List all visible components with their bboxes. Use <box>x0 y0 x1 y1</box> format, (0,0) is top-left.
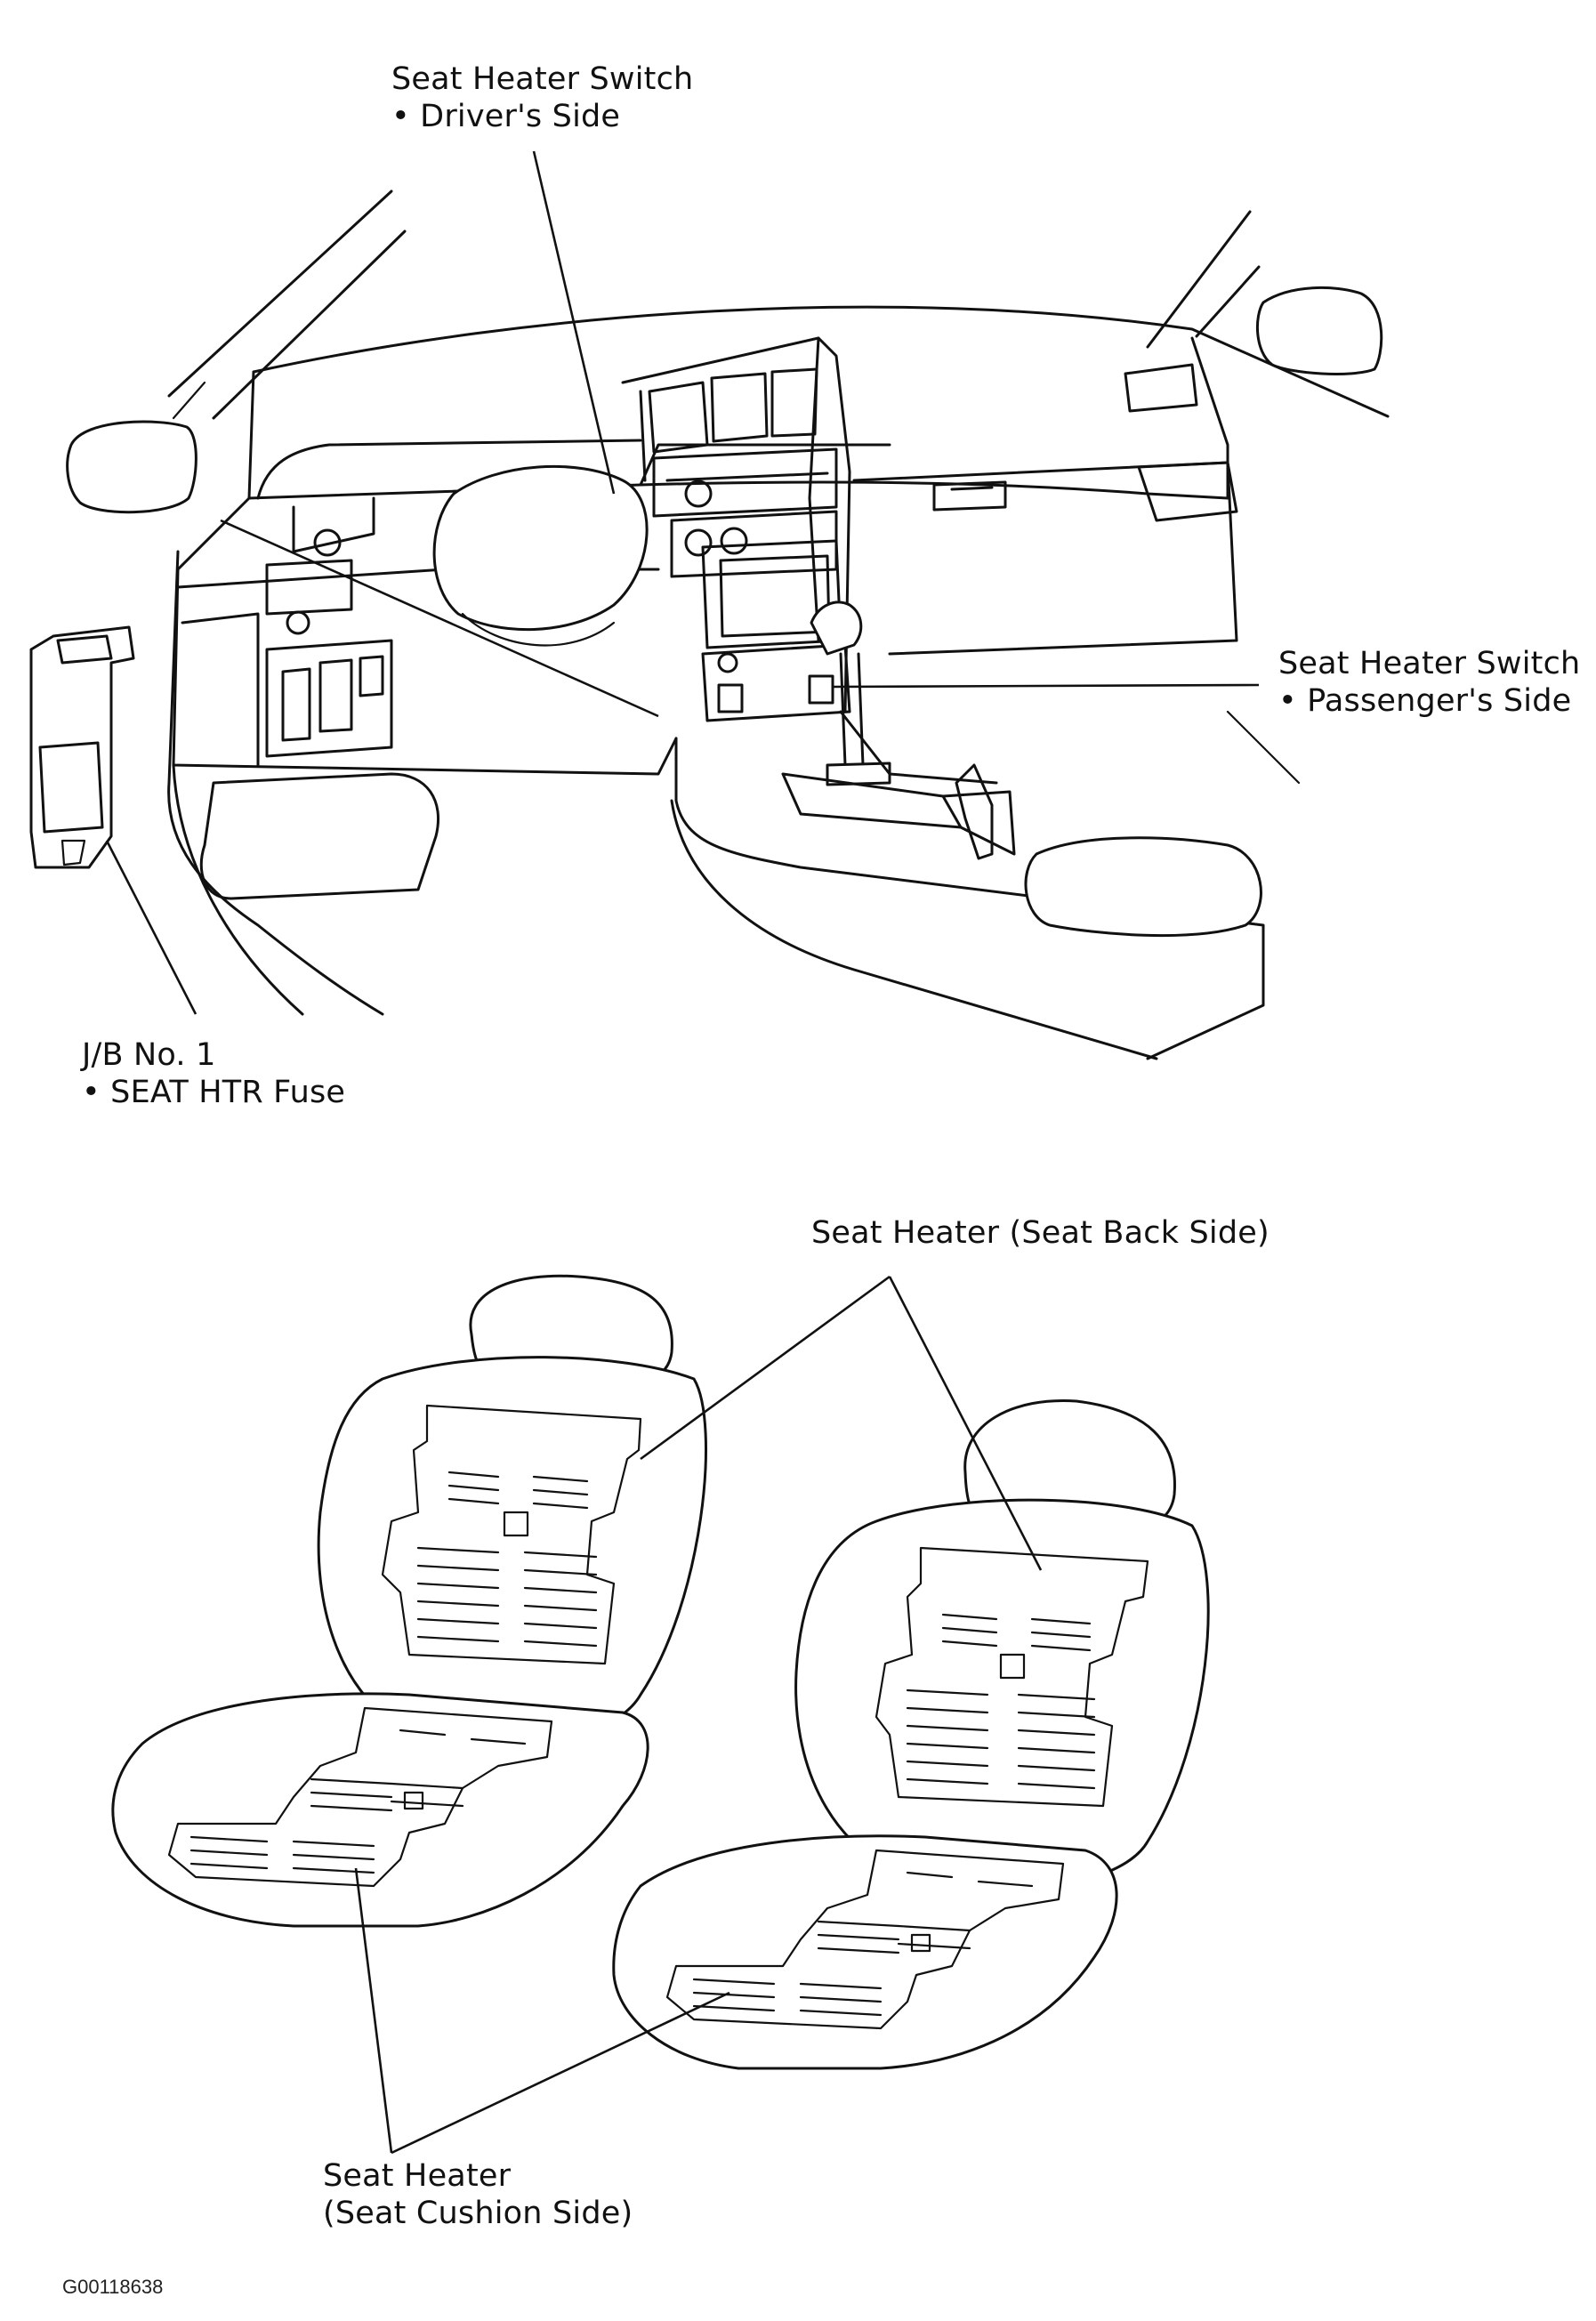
leader-driver-switch <box>532 150 616 495</box>
leader-driver-switch-2 <box>220 519 659 718</box>
label-jb-sub: • SEAT HTR Fuse <box>82 1075 346 1110</box>
junction-block-illustration <box>29 625 135 869</box>
label-switch-driver-title: Seat Heater Switch <box>391 61 694 97</box>
leader-back-heater-right <box>888 1276 1043 1571</box>
leader-passenger-switch <box>831 683 1260 689</box>
label-heater-back: Seat Heater (Seat Back Side) <box>811 1215 1270 1251</box>
left-seat-illustration <box>111 1274 707 1928</box>
right-seat-illustration <box>612 1398 1210 2070</box>
leader-back-heater-left <box>640 1275 891 1461</box>
figure-id: G00118638 <box>62 2276 164 2298</box>
label-switch-passenger-sub: • Passenger's Side <box>1278 683 1572 719</box>
label-switch-driver-sub: • Driver's Side <box>391 99 621 134</box>
label-heater-cushion-title: Seat Heater <box>323 2158 512 2194</box>
label-jb-title: J/B No. 1 <box>82 1037 216 1073</box>
dashboard-illustration <box>66 189 1390 1060</box>
label-heater-cushion-sub: (Seat Cushion Side) <box>323 2196 633 2231</box>
leader-jb <box>105 840 197 1015</box>
label-switch-passenger-title: Seat Heater Switch <box>1278 646 1581 681</box>
leader-cushion-heater-right <box>391 1991 730 2155</box>
leader-cushion-heater-left <box>354 1867 393 2154</box>
